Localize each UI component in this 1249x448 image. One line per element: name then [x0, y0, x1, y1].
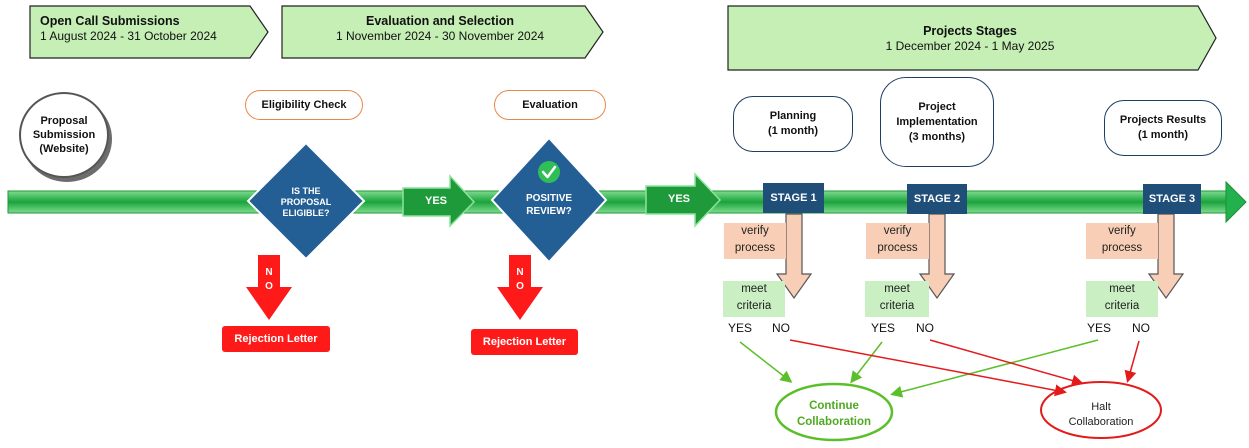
check-icon	[538, 161, 560, 183]
banner-projects-stages	[727, 5, 1217, 71]
yes-line-stage2	[850, 341, 883, 384]
stage3-down-arrow	[1147, 213, 1185, 300]
eligibility-q-line2: PROPOSAL	[280, 197, 332, 207]
yes-arrow-2	[645, 172, 722, 228]
banner-open-call-title: Open Call Submissions	[40, 14, 180, 28]
banner-projects-title: Projects Stages	[923, 24, 1017, 38]
banner-evaluation-title: Evaluation and Selection	[366, 14, 514, 28]
no-label-2: N O	[515, 266, 525, 294]
banner-evaluation-dates: 1 November 2024 - 30 November 2024	[335, 29, 545, 43]
banner-projects-text: Projects Stages 1 December 2024 - 1 May …	[740, 24, 1200, 54]
eligibility-q-line3: ELIGIBLE?	[282, 208, 330, 218]
proposal-line3: (Website)	[39, 143, 89, 155]
verify-3-line2: process	[1101, 242, 1143, 254]
phase-planning: Planning (1 month)	[733, 96, 853, 152]
continue-line1: Continue	[809, 400, 859, 412]
timeline-arrowhead	[1225, 180, 1247, 224]
stage3-yes: YES	[1087, 321, 1112, 335]
no-label-2-o: O	[516, 281, 524, 292]
evaluation-label: Evaluation	[494, 90, 606, 120]
banner-open-call-dates: 1 August 2024 - 31 October 2024	[40, 29, 217, 43]
verify-2-line1: verify	[883, 225, 912, 237]
no-label-1-o: O	[265, 281, 273, 292]
no-arrow-1	[246, 255, 292, 320]
meet-criteria-3: meet criteria	[1086, 281, 1158, 317]
stage1-no: NO	[772, 321, 790, 335]
criteria-2-line1: meet	[884, 283, 910, 295]
verify-2-line2: process	[877, 242, 918, 254]
continue-line2: Collaboration	[796, 416, 872, 428]
banner-projects-dates: 1 December 2024 - 1 May 2025	[885, 39, 1055, 53]
review-q-line1: POSITIVE	[525, 193, 573, 204]
stage-3-box: STAGE 3	[1143, 184, 1201, 214]
stage2-no: NO	[916, 321, 934, 335]
no-label-1-n: N	[265, 267, 273, 278]
stage3-no: NO	[1132, 321, 1150, 335]
banner-open-call	[29, 5, 269, 59]
banner-open-call-text: Open Call Submissions 1 August 2024 - 31…	[40, 14, 255, 44]
rejection-letter-1: Rejection Letter	[222, 326, 330, 352]
yes-arrow-1	[402, 174, 476, 228]
no-line-stage3	[1124, 340, 1140, 383]
verify-3-line1: verify	[1108, 225, 1136, 237]
phase-implementation-line2: Implementation	[896, 115, 978, 128]
stage1-down-arrow	[775, 213, 813, 300]
criteria-2-line2: criteria	[879, 300, 915, 312]
criteria-1-line2: criteria	[736, 300, 772, 312]
continue-ellipse	[774, 382, 894, 442]
halt-line2: Collaboration	[1068, 416, 1134, 428]
phase-planning-line2: (1 month)	[767, 125, 819, 137]
verify-process-3: verify process	[1086, 223, 1158, 259]
phase-planning-line1: Planning	[769, 110, 817, 122]
eligibility-check-label: Eligibility Check	[245, 90, 363, 120]
review-diamond	[490, 136, 608, 264]
verify-1-line2: process	[734, 242, 776, 254]
no-label-2-n: N	[516, 267, 524, 278]
yes-label-1: YES	[425, 195, 448, 207]
review-q-line2: REVIEW?	[526, 206, 572, 217]
phase-implementation: Project Implementation (3 months)	[880, 77, 994, 167]
phase-implementation-line3: (3 months)	[908, 130, 966, 143]
no-arrow-2	[497, 255, 543, 320]
phase-implementation-line1: Project	[918, 100, 956, 113]
verify-process-2: verify process	[866, 223, 929, 259]
continue-collaboration: Continue Collaboration	[780, 398, 888, 430]
review-question: POSITIVE REVIEW?	[509, 192, 589, 218]
stage2-yes: YES	[871, 321, 896, 335]
halt-line1: Halt	[1091, 401, 1111, 413]
yes-line-stage1	[739, 341, 793, 383]
yes-label-2: YES	[668, 193, 691, 205]
verify-1-line1: verify	[741, 225, 769, 237]
banner-evaluation-text: Evaluation and Selection 1 November 2024…	[300, 14, 580, 44]
eligibility-diamond	[246, 141, 366, 261]
stage2-down-arrow	[918, 213, 956, 300]
eligibility-q-line1: IS THE	[291, 186, 321, 196]
timeline-bar	[7, 190, 1231, 214]
no-line-stage1	[789, 339, 1067, 397]
stage-1-box: STAGE 1	[763, 183, 824, 213]
yes-line-stage3	[890, 339, 1099, 398]
phase-results: Projects Results (1 month)	[1104, 100, 1222, 156]
halt-ellipse	[1040, 381, 1162, 439]
eligibility-question: IS THE PROPOSAL ELIGIBLE?	[268, 186, 344, 219]
no-line-stage2	[929, 339, 1084, 387]
proposal-line1: Proposal	[40, 115, 88, 127]
banner-evaluation	[281, 5, 604, 59]
verify-process-1: verify process	[724, 223, 786, 259]
criteria-3-line2: criteria	[1104, 300, 1140, 312]
meet-criteria-2: meet criteria	[865, 281, 929, 317]
criteria-1-line1: meet	[741, 283, 767, 295]
stage-2-box: STAGE 2	[907, 184, 967, 214]
criteria-3-line1: meet	[1109, 283, 1135, 295]
no-label-1: N O	[264, 266, 274, 294]
meet-criteria-1: meet criteria	[723, 281, 785, 317]
phase-results-line2: (1 month)	[1137, 129, 1189, 141]
stage1-yes: YES	[728, 321, 753, 335]
proposal-line2: Submission	[32, 129, 96, 141]
proposal-submission-node: Proposal Submission (Website)	[19, 92, 109, 178]
halt-collaboration: Halt Collaboration	[1045, 400, 1157, 430]
rejection-letter-2: Rejection Letter	[471, 329, 578, 355]
phase-results-line1: Projects Results	[1119, 114, 1207, 126]
